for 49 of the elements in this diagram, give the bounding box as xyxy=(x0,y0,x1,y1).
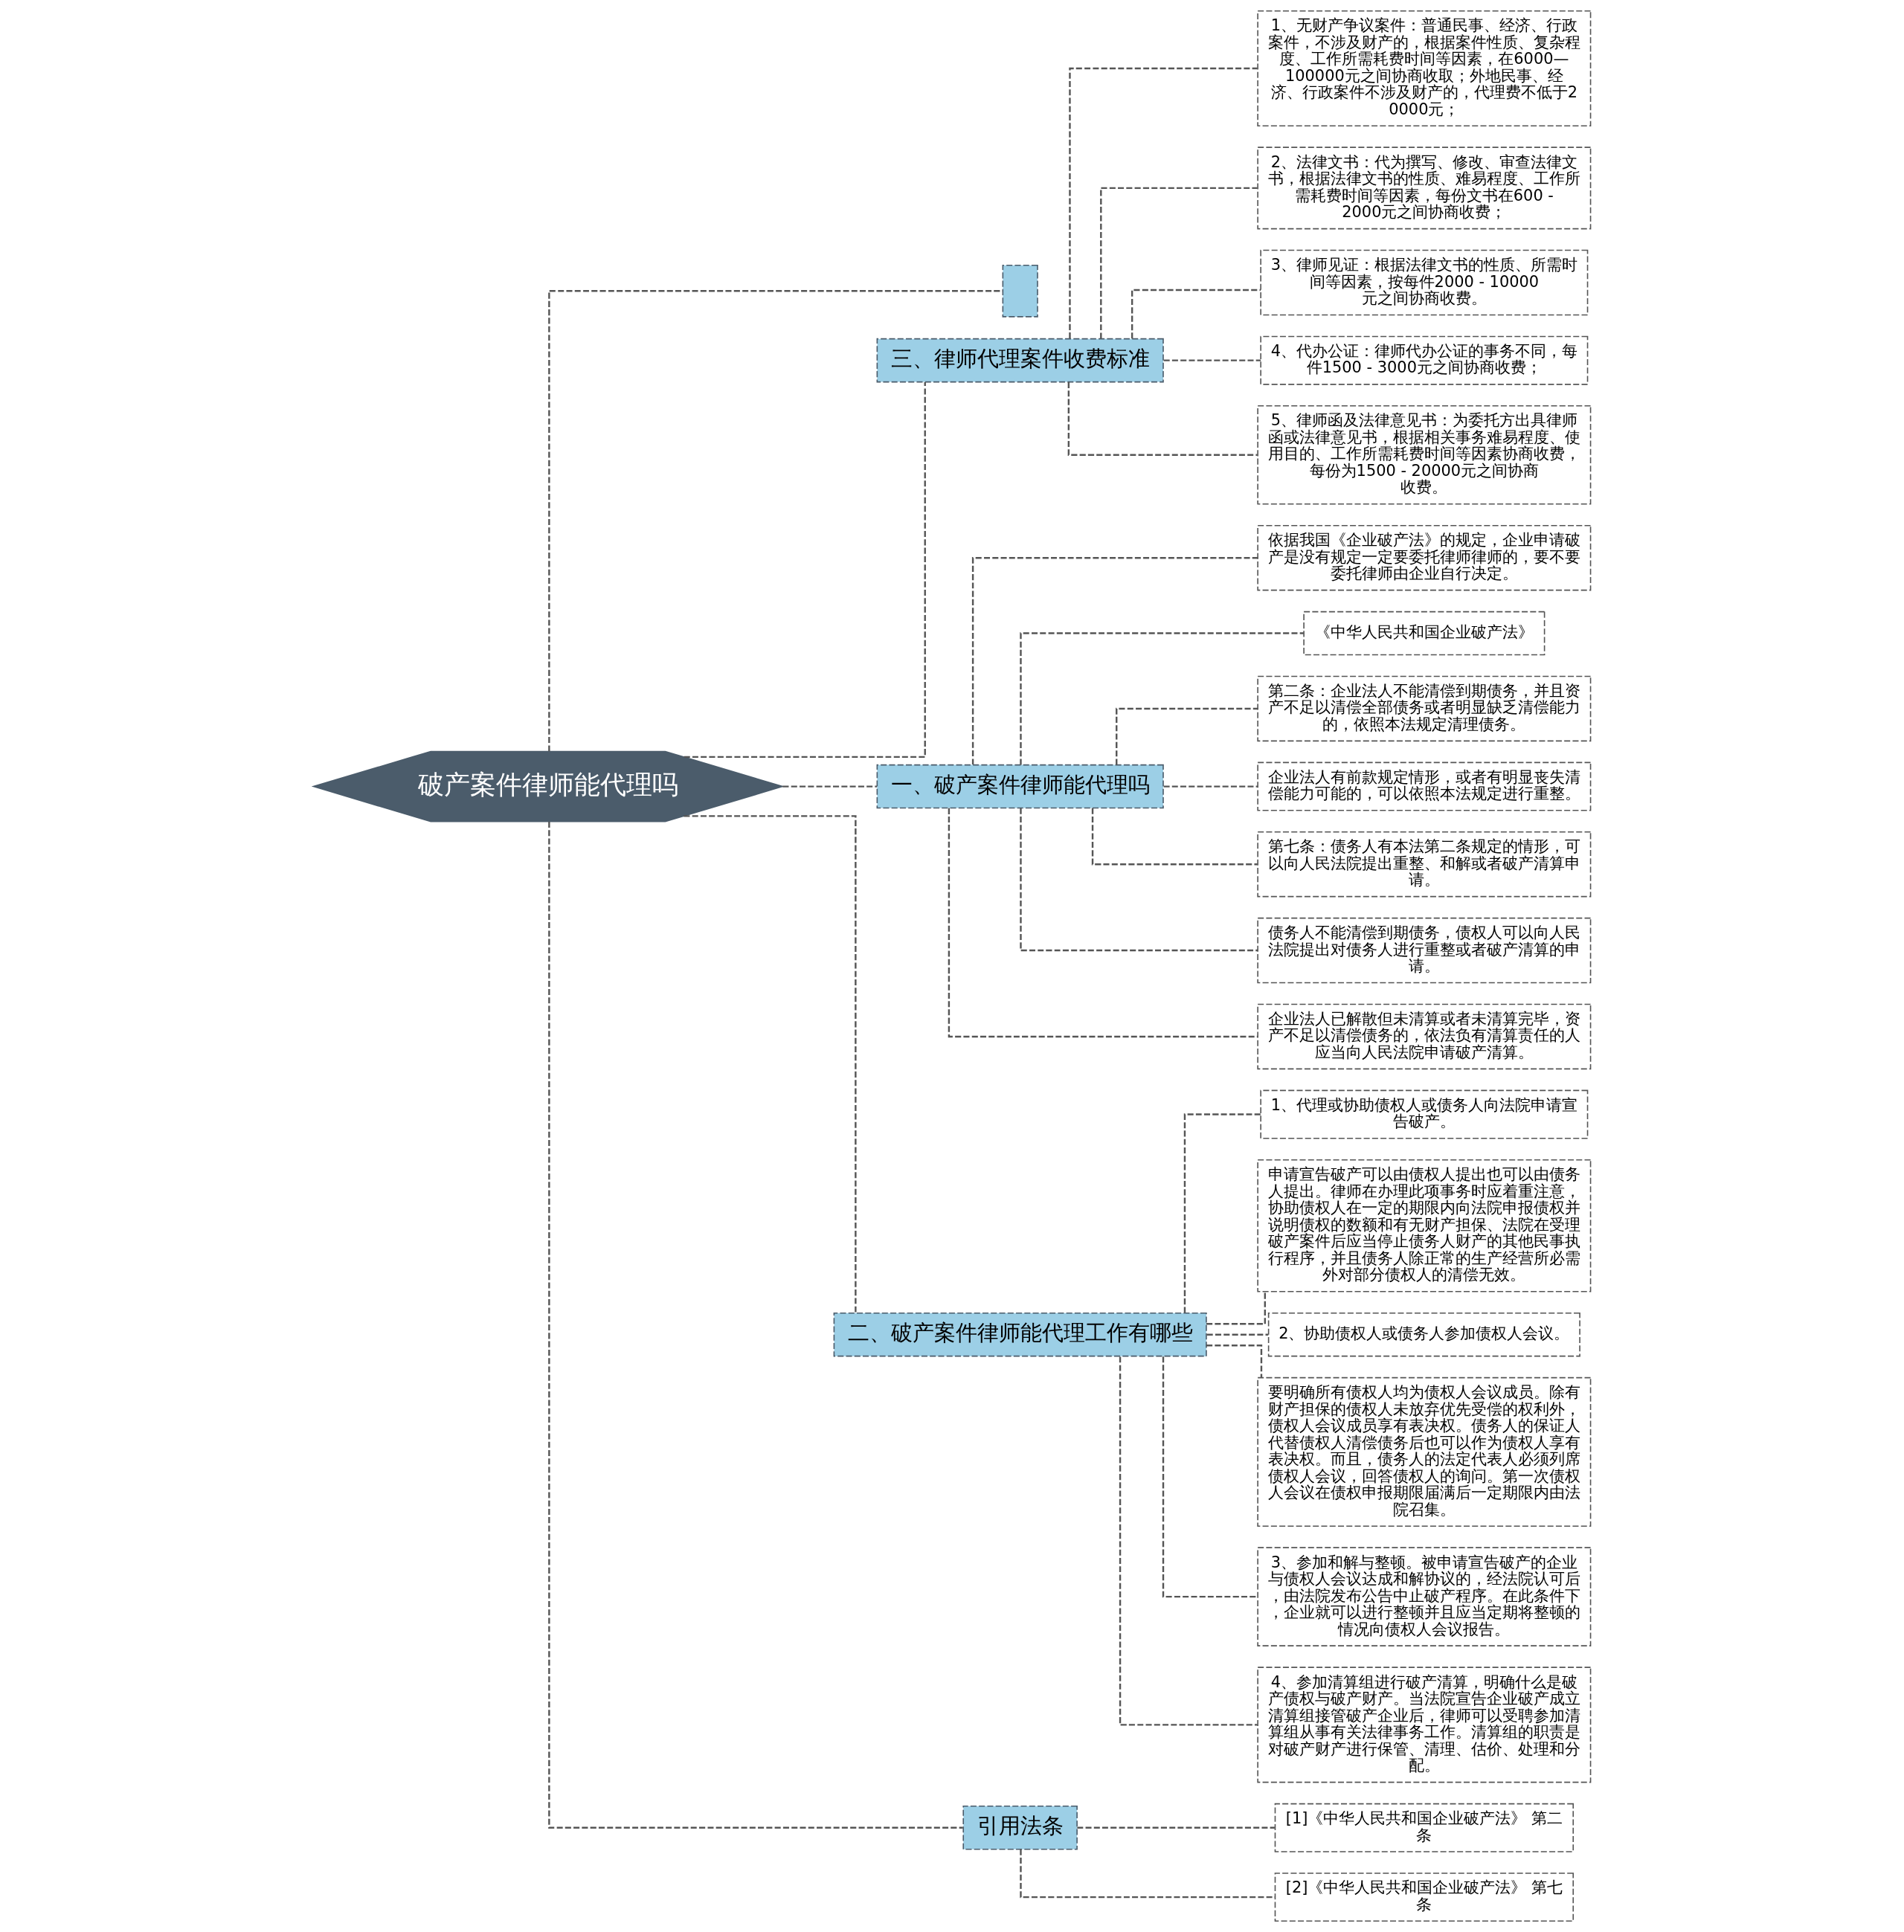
node-box: 二、破产案件律师能代理工作有哪些 xyxy=(833,1312,1207,1357)
node-box: 5、律师函及法律意见书：为委托方出具律师函或法律意见书，根据相关事务难易程度、使用目的、工作所需耗费时间等因素协商收费，每份为1500 - 20000元之间协商收费。 xyxy=(1257,405,1592,505)
node-box: 《中华人民共和国企业破产法》 xyxy=(1303,611,1546,656)
connector xyxy=(1206,1292,1266,1325)
node-box: [2]《中华人民共和国企业破产法》 第七条 xyxy=(1274,1873,1575,1922)
connector xyxy=(1067,382,1258,456)
node-box: 4、参加清算组进行破产清算，明确什么是破产债权与破产财产。当法院宣告企业破产成立清算组接管破产企业后，律师可以受聘参加清算组从事有关法律事务工作。清算组的职责是对破产财产进行保管、清理、估价、处理和分配。 xyxy=(1257,1667,1592,1783)
connector xyxy=(1206,1345,1263,1378)
connector xyxy=(1020,632,1304,765)
connector xyxy=(1116,707,1258,765)
node-box: 3、参加和解与整顿。被申请宣告破产的企业与债权人会议达成和解协议的，经法院认可后，由法院发布公告中止破产程序。在此条件下，企业就可以进行整顿并且应当定期将整顿的情况向债权人会议报告。 xyxy=(1257,1547,1592,1646)
connector xyxy=(1069,67,1258,339)
node-box: 第七条：债务人有本法第二条规定的情形，可以向人民法院提出重整、和解或者破产清算申请。 xyxy=(1257,831,1592,898)
connector xyxy=(684,815,857,1313)
node-box: 债务人不能清偿到期债务，债权人可以向人民法院提出对债务人进行重整或者破产清算的申请。 xyxy=(1257,917,1592,984)
connector xyxy=(548,290,1003,752)
node-box: 4、代办公证：律师代办公证的事务不同，每件1500 - 3000元之间协商收费； xyxy=(1260,335,1589,385)
connector xyxy=(1206,1333,1269,1336)
connector xyxy=(1163,785,1258,788)
node-box: 2、法律文书：代为撰写、修改、审查法律文书，根据法律文书的性质、难易程度、工作所需耗费时间等因素，每份文书在600 - 2000元之间协商收费； xyxy=(1257,146,1592,230)
connector xyxy=(684,382,926,759)
connector xyxy=(1183,1113,1261,1313)
connector xyxy=(971,557,1258,765)
node-box: 三、律师代理案件收费标准 xyxy=(876,338,1164,383)
node-box: 申请宣告破产可以由债权人提出也可以由债务人提出。律师在办理此项事务时应着重注意，协助债权人在一定的期限内向法院申报债权并说明债权的数额和有无财产担保、法院在受理破产案件后应当停止债务人财产的其他民事执行程序，并且债务人除正常的生产经营所必需外对部分债权人的清偿无效。 xyxy=(1257,1159,1592,1292)
node-box: 企业法人有前款规定情形，或者有明显丧失清偿能力可能的，可以依照本法规定进行重整。 xyxy=(1257,761,1592,811)
node-box: 第二条：企业法人不能清偿到期债务，并且资产不足以清偿全部债务或者明显缺乏清偿能力的，依照本法规定清理债务。 xyxy=(1257,675,1592,742)
connector xyxy=(1020,808,1258,952)
node-box: 1、无财产争议案件：普通民事、经济、行政案件，不涉及财产的，根据案件性质、复杂程度、工作所需耗费时间等因素，在6000—100000元之间协商收取；外地民事、经济、行政案件不涉及财产的，代理费不低于20000元； xyxy=(1257,10,1592,126)
node-box: 引用法条 xyxy=(962,1806,1078,1850)
connector xyxy=(948,808,1258,1038)
connector xyxy=(548,821,963,1829)
connector xyxy=(1163,359,1261,361)
node-box: 1、代理或协助债权人或债务人向法院申请宣告破产。 xyxy=(1260,1089,1589,1139)
connector xyxy=(1130,289,1261,339)
connector xyxy=(1119,1356,1258,1726)
node-box: 依据我国《企业破产法》的规定，企业申请破产是没有规定一定要委托律师律师的，要不要委托律师由企业自行决定。 xyxy=(1257,524,1592,591)
node-box: 3、律师见证：根据法律文书的性质、所需时间等因素，按每件2000 - 10000元之间协商收费。 xyxy=(1260,249,1589,316)
connector xyxy=(1162,1356,1258,1598)
connector xyxy=(782,785,878,788)
node-box: 2、协助债权人或债务人参加债权人会议。 xyxy=(1267,1312,1580,1357)
connector xyxy=(1100,187,1258,339)
node-box: 一、破产案件律师能代理吗 xyxy=(876,764,1164,809)
connector xyxy=(1077,1826,1275,1829)
node-box: 企业法人已解散但未清算或者未清算完毕，资产不足以清偿债务的，依法负有清算责任的人应当向人民法院申请破产清算。 xyxy=(1257,1003,1592,1070)
connector xyxy=(1091,808,1258,866)
node-box: [1]《中华人民共和国企业破产法》 第二条 xyxy=(1274,1803,1575,1852)
node-box: 要明确所有债权人均为债权人会议成员。除有财产担保的债权人未放弃优先受偿的权利外，债权人会议成员享有表决权。债务人的保证人代替债权人清偿债务后也可以作为债权人享有表决权。而且，债务人的法定代表人必须列席债权人会议，回答债权人的询问。第一次债权人会议在债权申报期限届满后一定期限内由法院召集。 xyxy=(1257,1376,1592,1527)
node-box xyxy=(1002,264,1038,318)
